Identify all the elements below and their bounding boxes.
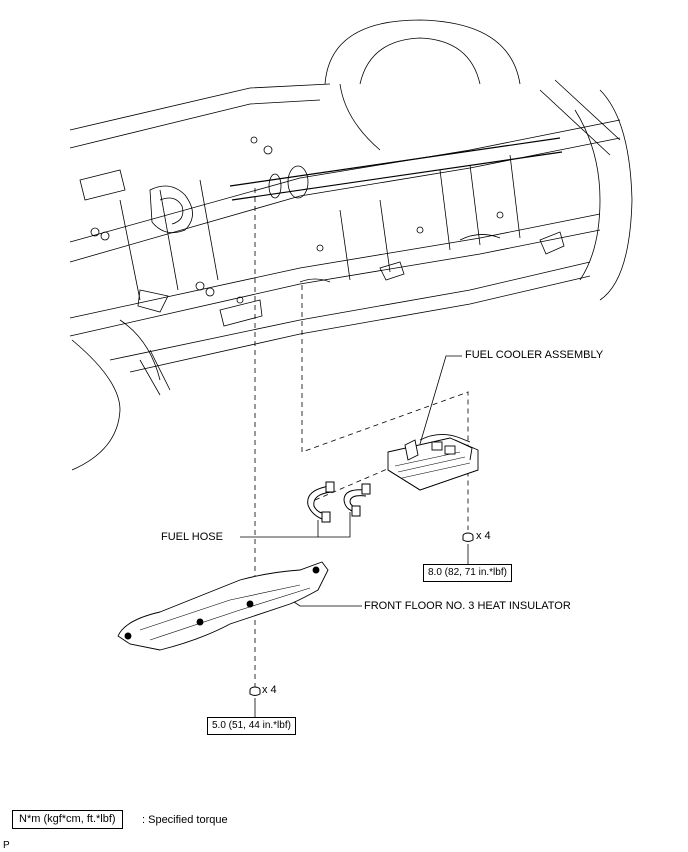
cooler-nut-count: x 4 bbox=[476, 530, 491, 542]
nut-icon bbox=[462, 532, 474, 542]
installation-dashed-lines bbox=[254, 188, 469, 690]
heat-insulator-label: FRONT FLOOR NO. 3 HEAT INSULATOR bbox=[364, 600, 571, 612]
fuel-hose-part bbox=[307, 481, 371, 523]
torque-legend-description: : Specified torque bbox=[142, 814, 228, 826]
torque-unit-legend-box: N*m (kgf*cm, ft.*lbf) bbox=[12, 810, 123, 829]
cooler-torque-box: 8.0 (82, 71 in.*lbf) bbox=[423, 564, 512, 582]
fuel-hose-label: FUEL HOSE bbox=[161, 531, 223, 543]
fuel-cooler-assembly-part bbox=[387, 434, 479, 491]
nut-icon bbox=[249, 686, 261, 696]
heat-insulator-part bbox=[117, 561, 329, 651]
leader-lines bbox=[240, 355, 469, 717]
corner-mark: P bbox=[3, 840, 10, 851]
vehicle-underbody-illustration bbox=[69, 19, 633, 471]
fuel-cooler-assembly-label: FUEL COOLER ASSEMBLY bbox=[465, 349, 604, 361]
insulator-torque-box: 5.0 (51, 44 in.*lbf) bbox=[207, 717, 296, 735]
insulator-nut-count: x 4 bbox=[262, 684, 277, 696]
